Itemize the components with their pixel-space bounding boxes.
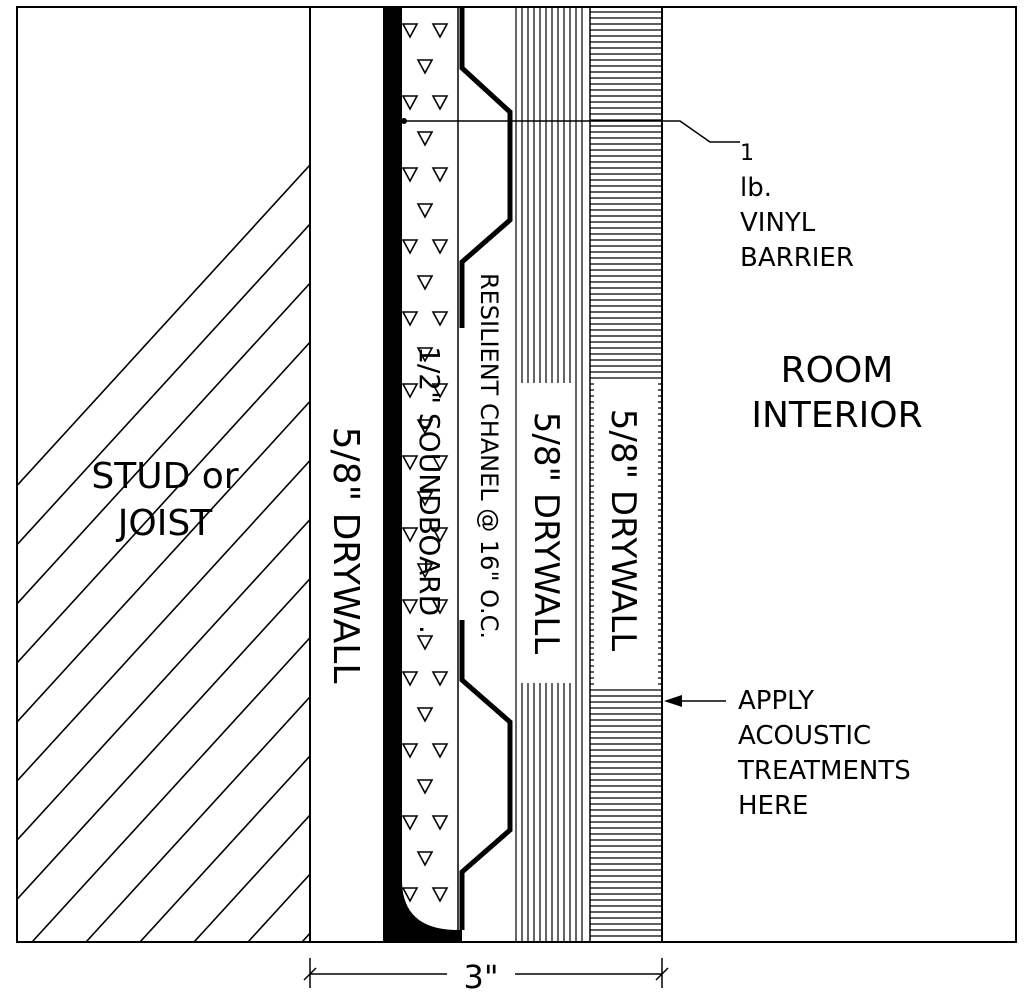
resilient-channel-lower — [459, 620, 513, 930]
stud-hatch-line — [842, 0, 1024, 942]
soundboard-triangle — [416, 707, 434, 723]
stud-hatch-line — [626, 0, 1024, 942]
soundboard-triangle — [416, 203, 434, 219]
soundboard-triangle — [431, 743, 449, 759]
soundboard-triangle — [431, 887, 449, 903]
soundboard-triangle — [402, 311, 419, 327]
dimension-label: 3" — [463, 958, 498, 996]
soundboard-triangle — [431, 239, 449, 255]
acoustic-label-line2: ACOUSTIC — [738, 721, 871, 751]
soundboard-triangle — [416, 275, 434, 291]
soundboard-triangle — [416, 635, 434, 651]
stud-hatch-line — [17, 281, 310, 606]
stud-hatch-line — [17, 577, 310, 901]
soundboard-triangle — [416, 563, 434, 579]
soundboard-triangle — [402, 527, 419, 543]
soundboard-triangle — [402, 95, 419, 111]
drywall-2-label-bg — [520, 383, 574, 683]
vinyl-label-line3: BARRIER — [740, 243, 854, 273]
acoustic-label-line3: TREATMENTS — [737, 756, 911, 786]
vinyl-label-line2: VINYL — [740, 208, 816, 238]
soundboard-triangle — [431, 23, 449, 39]
vinyl-leader — [402, 120, 740, 143]
stud-hatch-line — [17, 400, 310, 724]
stud-hatch-line — [17, 518, 310, 842]
room-label-line2: INTERIOR — [751, 395, 922, 436]
acoustic-label-line1: APPLY — [738, 686, 814, 716]
stud-hatch-line — [356, 0, 1024, 942]
soundboard-triangle — [416, 491, 434, 507]
soundboard-triangle — [431, 455, 449, 471]
soundboard-triangle — [402, 815, 419, 831]
stud-hatch-line — [139, 754, 310, 942]
soundboard-triangle — [416, 851, 434, 867]
stud-hatch-line — [31, 636, 310, 942]
soundboard-triangle — [416, 347, 434, 363]
soundboard-triangle — [402, 743, 419, 759]
soundboard-triangle — [431, 95, 449, 111]
stud-hatch-line — [85, 695, 310, 942]
soundboard-triangles — [402, 23, 449, 903]
soundboard-triangle — [431, 815, 449, 831]
soundboard-triangle — [416, 419, 434, 435]
drywall-2-label: 5/8" DRYWALL — [526, 412, 566, 655]
soundboard-triangle — [402, 239, 419, 255]
drywall-3-label: 5/8" DRYWALL — [603, 409, 643, 652]
soundboard-triangle — [402, 23, 419, 39]
stud-hatch-line — [896, 0, 1024, 942]
soundboard-triangle — [402, 383, 419, 399]
soundboard-triangle — [402, 167, 419, 183]
resilient-channel-upper — [459, 7, 513, 328]
stud-hatch-line — [17, 459, 310, 783]
drywall-3-label-bg — [594, 380, 658, 685]
stud-hatch-line — [17, 222, 310, 546]
soundboard-triangle — [402, 455, 419, 471]
drywall-1-label: 5/8" DRYWALL — [325, 427, 366, 684]
room-label-line1: ROOM — [781, 350, 894, 391]
soundboard-triangle — [431, 671, 449, 687]
soundboard-triangle — [416, 59, 434, 75]
stud-hatch-line — [788, 0, 1024, 942]
acoustic-label-line4: HERE — [738, 791, 808, 821]
resilient-label: RESILIENT CHANEL @ 16" O.C. — [475, 273, 503, 639]
soundboard-triangle — [431, 383, 449, 399]
soundboard-triangle — [431, 167, 449, 183]
soundboard-triangle — [431, 599, 449, 615]
stud-hatch — [17, 0, 1024, 942]
soundboard-triangle — [402, 599, 419, 615]
vinyl-label-number: 1 — [740, 141, 754, 166]
soundboard-triangle — [431, 527, 449, 543]
vinyl-label-line1: lb. — [740, 173, 772, 203]
soundboard-triangle — [402, 671, 419, 687]
stud-label-line1: STUD or — [91, 456, 238, 497]
stud-hatch-line — [17, 341, 310, 665]
acoustic-arrowhead — [664, 695, 682, 707]
stud-label-line2: JOIST — [116, 503, 213, 544]
vinyl-barrier-band — [383, 7, 462, 942]
soundboard-triangle — [416, 131, 434, 147]
soundboard-triangle — [431, 311, 449, 327]
soundboard-label: 1/2" SOUNDBOARD . — [413, 346, 446, 634]
soundboard-triangle — [416, 779, 434, 795]
soundboard-triangle — [402, 887, 419, 903]
stud-hatch-line — [17, 163, 310, 487]
dimension-3in — [303, 958, 669, 988]
stud-hatch-line — [950, 0, 1024, 942]
